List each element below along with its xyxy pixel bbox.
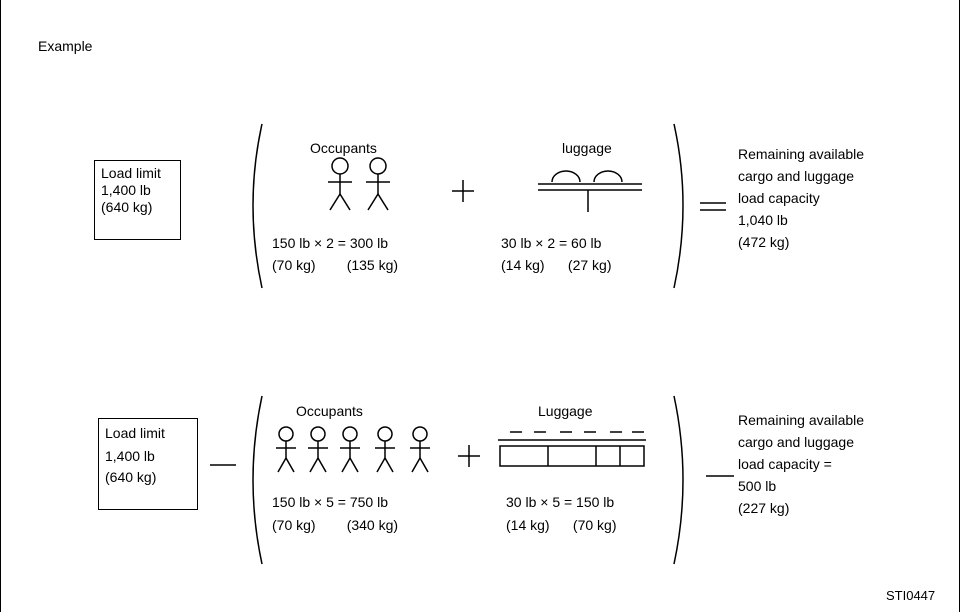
luggage-label-1: luggage bbox=[562, 140, 612, 156]
plus-icon bbox=[452, 180, 474, 202]
result-2-lb: 500 lb bbox=[738, 478, 777, 494]
occupant-icon bbox=[328, 157, 352, 211]
occupants-calc-kg-2: (70 kg) (340 kg) bbox=[272, 517, 399, 533]
result-2-line-2: cargo and luggage bbox=[738, 434, 854, 450]
occupants-label-1: Occupants bbox=[310, 140, 377, 156]
load-limit-kg-2: (640 kg) bbox=[105, 469, 157, 485]
load-limit-box-1: Load limit 1,400 lb (640 kg) bbox=[94, 160, 181, 240]
occupants-calc-kg-1: (70 kg) (135 kg) bbox=[272, 257, 399, 273]
load-limit-box-2: Load limit 1,400 lb (640 kg) bbox=[98, 418, 198, 510]
luggage-icon bbox=[538, 170, 642, 212]
occupants-calc-1: 150 lb × 2 = 300 lb bbox=[272, 235, 388, 251]
result-1-line-2: cargo and luggage bbox=[738, 168, 854, 184]
close-bracket-1 bbox=[673, 123, 684, 289]
luggage-calc-kg-2: (14 kg) (70 kg) bbox=[506, 517, 617, 533]
luggage-label-2: Luggage bbox=[538, 403, 593, 419]
load-limit-lb-1: 1,400 lb bbox=[101, 182, 151, 198]
occupant-icon bbox=[410, 426, 430, 473]
equals-icon bbox=[700, 202, 726, 211]
occupants-label-2: Occupants bbox=[296, 403, 363, 419]
load-limit-lb-2: 1,400 lb bbox=[105, 448, 155, 464]
luggage-calc-kg-1: (14 kg) (27 kg) bbox=[501, 257, 612, 273]
occupant-icon bbox=[340, 426, 360, 473]
close-bracket-2 bbox=[673, 395, 684, 565]
open-bracket-2 bbox=[252, 395, 263, 565]
result-2-line-3: load capacity = bbox=[738, 456, 832, 472]
occupant-icon bbox=[366, 157, 390, 211]
occupant-icon bbox=[308, 426, 328, 473]
result-1-kg: (472 kg) bbox=[738, 234, 790, 250]
result-1-line-1: Remaining available bbox=[738, 146, 865, 162]
luggage-calc-1: 30 lb × 2 = 60 lb bbox=[501, 235, 602, 251]
result-1-lb: 1,040 lb bbox=[738, 212, 788, 228]
figure-id: STI0447 bbox=[886, 588, 936, 603]
occupants-calc-2: 150 lb × 5 = 750 lb bbox=[272, 494, 388, 510]
load-limit-label-2: Load limit bbox=[105, 425, 165, 441]
occupant-icon bbox=[375, 426, 395, 473]
luggage-icon bbox=[498, 431, 646, 467]
luggage-calc-2: 30 lb × 5 = 150 lb bbox=[506, 494, 615, 510]
result-2-line-1: Remaining available bbox=[738, 412, 865, 428]
load-limit-label-1: Load limit bbox=[101, 165, 161, 181]
result-1-line-3: load capacity bbox=[738, 190, 820, 206]
figure-title: Example bbox=[38, 38, 93, 54]
load-limit-kg-1: (640 kg) bbox=[101, 199, 153, 215]
occupant-icon bbox=[276, 426, 296, 473]
open-bracket-1 bbox=[252, 123, 263, 289]
result-2-kg: (227 kg) bbox=[738, 500, 790, 516]
plus-icon bbox=[458, 445, 480, 467]
